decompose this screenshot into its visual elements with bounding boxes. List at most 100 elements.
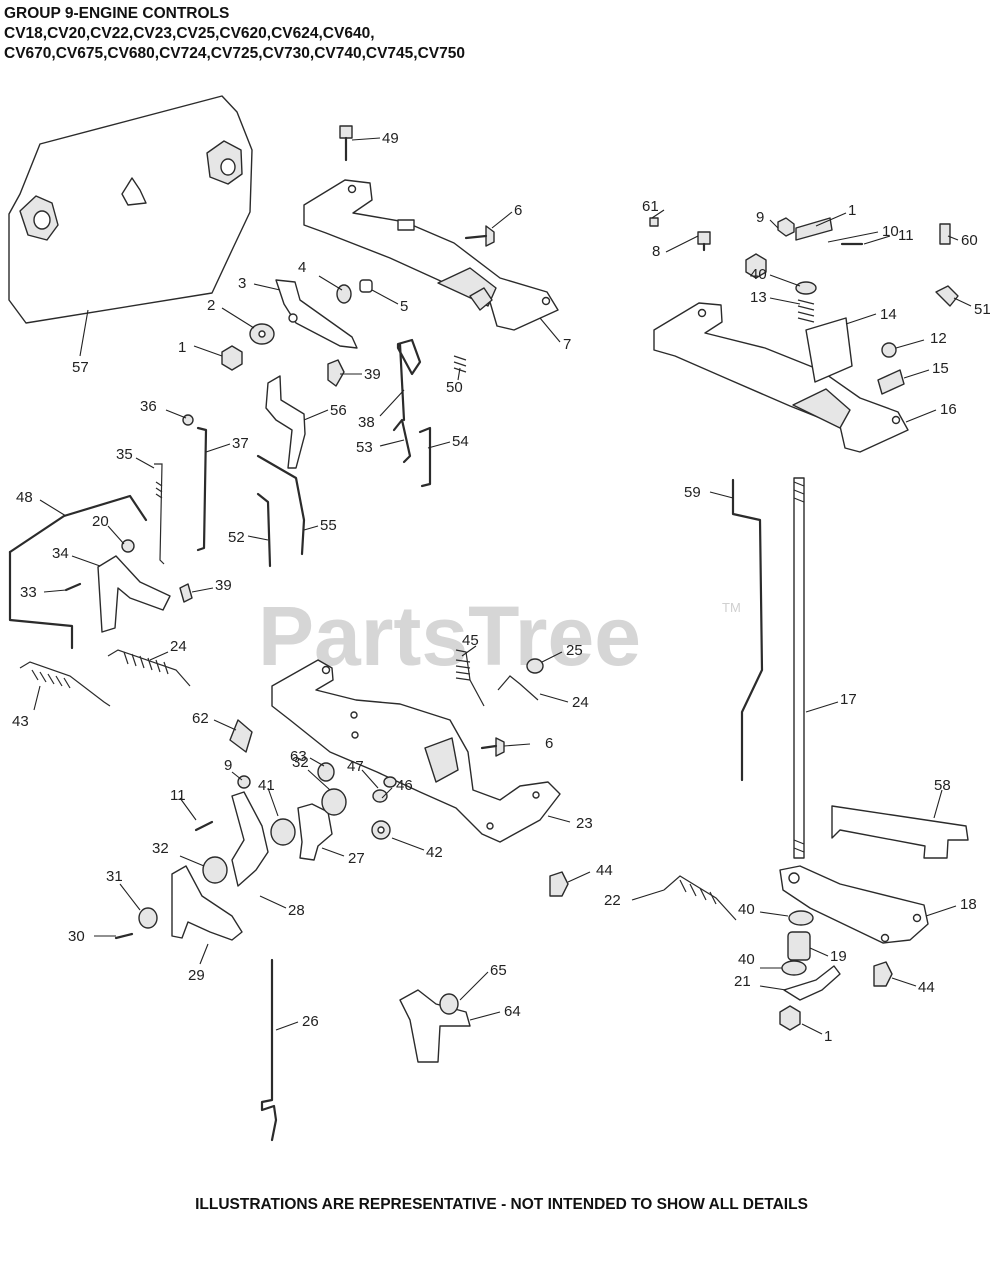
part-3-lever <box>275 279 358 349</box>
callout-40: 40 <box>738 901 755 918</box>
callout-45: 45 <box>462 632 479 649</box>
callout-20: 20 <box>92 513 109 530</box>
callout-59: 59 <box>684 484 701 501</box>
callout-3: 3 <box>238 275 246 292</box>
bolts <box>64 125 951 940</box>
callout-31: 31 <box>106 868 123 885</box>
callout-9: 9 <box>756 209 764 226</box>
part-59-rod <box>731 478 764 782</box>
callout-40: 40 <box>738 951 755 968</box>
callout-27: 27 <box>348 850 365 867</box>
callout-26: 26 <box>302 1013 319 1030</box>
callout-32: 32 <box>152 840 169 857</box>
disclaimer-footer: ILLUSTRATIONS ARE REPRESENTATIVE - NOT I… <box>195 1196 808 1213</box>
callout-12: 12 <box>930 330 947 347</box>
callout-21: 21 <box>734 973 751 990</box>
callout-35: 35 <box>116 446 133 463</box>
callout-32: 32 <box>292 754 309 771</box>
callout-16: 16 <box>940 401 957 418</box>
callout-15: 15 <box>932 360 949 377</box>
callout-6: 6 <box>514 202 522 219</box>
part-58-bracket <box>831 805 969 859</box>
part-57-panel <box>8 95 253 324</box>
part-21-lever <box>783 965 841 1001</box>
small-hardware <box>121 217 959 1031</box>
callout-25: 25 <box>566 642 583 659</box>
callout-36: 36 <box>140 398 157 415</box>
callout-39: 39 <box>364 366 381 383</box>
part-17-shaft <box>793 477 805 859</box>
callout-29: 29 <box>188 967 205 984</box>
callout-44: 44 <box>918 979 935 996</box>
part-16-bracket <box>653 302 909 453</box>
callout-61: 61 <box>642 198 659 215</box>
callout-43: 43 <box>12 713 29 730</box>
callout-14: 14 <box>880 306 897 323</box>
callout-57: 57 <box>72 359 89 376</box>
callout-50: 50 <box>446 379 463 396</box>
callout-34: 34 <box>52 545 69 562</box>
callout-62: 62 <box>192 710 209 727</box>
callout-47: 47 <box>347 758 364 775</box>
callout-44: 44 <box>596 862 613 879</box>
callout-51: 51 <box>974 301 991 318</box>
callout-65: 65 <box>490 962 507 979</box>
part-34-lever <box>97 555 171 633</box>
watermark-trademark: TM <box>722 600 741 615</box>
part-29-lever <box>171 865 243 941</box>
callout-2: 2 <box>207 297 215 314</box>
callout-23: 23 <box>576 815 593 832</box>
callout-64: 64 <box>504 1003 521 1020</box>
callout-18: 18 <box>960 896 977 913</box>
callout-19: 19 <box>830 948 847 965</box>
callout-37: 37 <box>232 435 249 452</box>
callout-49: 49 <box>382 130 399 147</box>
part-64-lever <box>399 989 471 1063</box>
part-18-plate <box>779 865 929 944</box>
model-list-line-1: CV18,CV20,CV22,CV23,CV25,CV620,CV624,CV6… <box>4 25 375 42</box>
callout-58: 58 <box>934 777 951 794</box>
callout-28: 28 <box>288 902 305 919</box>
part-23-bracket <box>271 659 561 843</box>
callout-8: 8 <box>652 243 660 260</box>
callout-54: 54 <box>452 433 469 450</box>
callout-55: 55 <box>320 517 337 534</box>
rods-and-springs <box>8 338 737 1142</box>
callout-4: 4 <box>298 259 306 276</box>
callout-11: 11 <box>898 227 914 244</box>
part-28-lever <box>231 791 269 887</box>
callout-40: 40 <box>750 266 767 283</box>
callout-labels: 49 6 61 9 1 10 8 40 11 60 13 51 14 12 15… <box>12 130 991 1045</box>
callout-7: 7 <box>563 336 571 353</box>
callout-17: 17 <box>840 691 857 708</box>
part-56-lever <box>265 375 306 469</box>
diagram-title: GROUP 9-ENGINE CONTROLS <box>4 5 230 22</box>
callout-10: 10 <box>882 223 899 240</box>
callout-9: 9 <box>224 757 232 774</box>
callout-39: 39 <box>215 577 232 594</box>
callout-13: 13 <box>750 289 767 306</box>
callout-41: 41 <box>258 777 275 794</box>
callout-24: 24 <box>572 694 589 711</box>
callout-24: 24 <box>170 638 187 655</box>
callout-11: 11 <box>170 787 186 804</box>
callout-53: 53 <box>356 439 373 456</box>
model-list-line-2: CV670,CV675,CV680,CV724,CV725,CV730,CV74… <box>4 45 465 62</box>
callout-33: 33 <box>20 584 37 601</box>
callout-1: 1 <box>178 339 186 356</box>
callout-48: 48 <box>16 489 33 506</box>
callout-1: 1 <box>824 1028 832 1045</box>
callout-22: 22 <box>604 892 621 909</box>
callout-38: 38 <box>358 414 375 431</box>
callout-63: 63 <box>290 748 307 765</box>
callout-56: 56 <box>330 402 347 419</box>
callout-52: 52 <box>228 529 245 546</box>
callout-60: 60 <box>961 232 978 249</box>
part-27-lever <box>297 803 333 861</box>
leader-lines <box>33 137 972 1035</box>
callout-1: 1 <box>848 202 856 219</box>
callout-42: 42 <box>426 844 443 861</box>
callout-6: 6 <box>545 735 553 752</box>
callout-46: 46 <box>396 777 413 794</box>
